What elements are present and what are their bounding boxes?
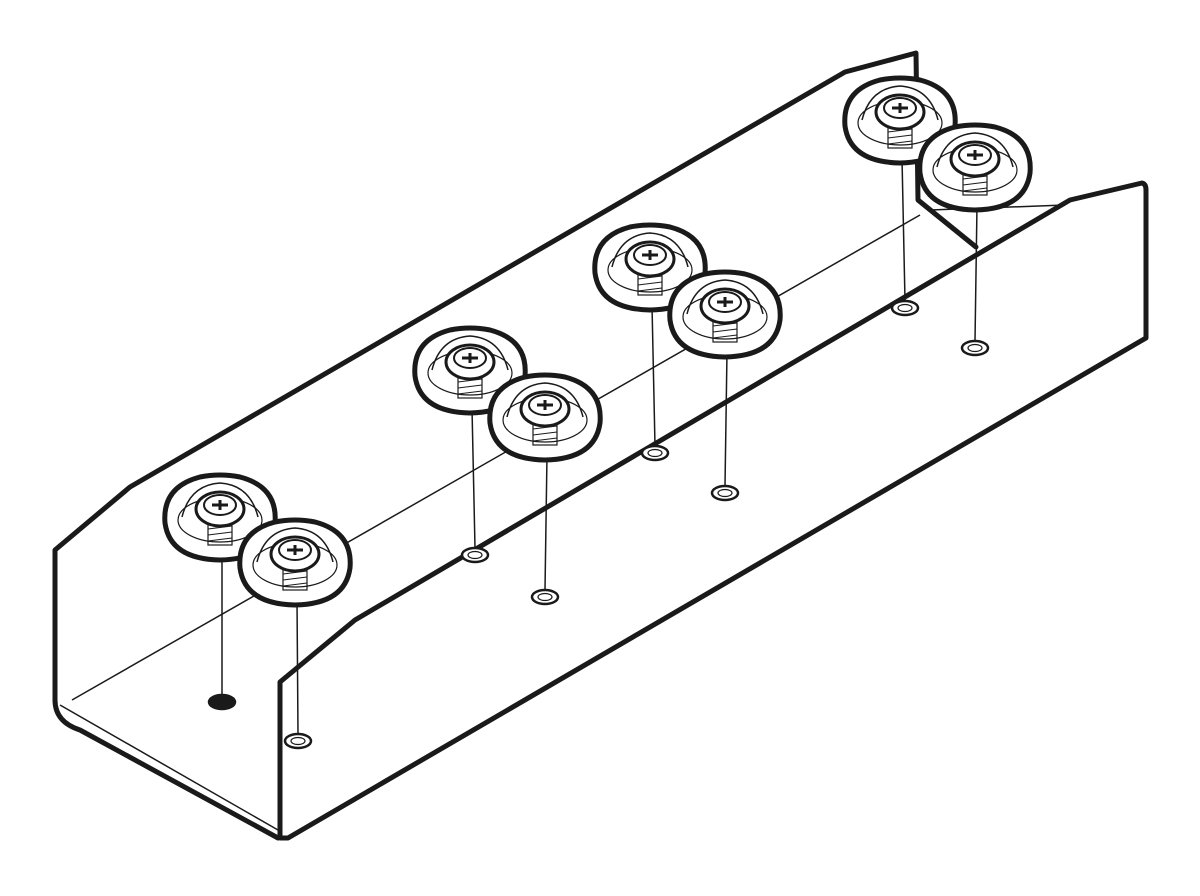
phillips-head-icon: [717, 297, 733, 307]
mounting-hole: [530, 588, 560, 606]
screws: [162, 75, 1033, 608]
inner-left-line: [59, 704, 279, 831]
phillips-head-icon: [212, 500, 228, 510]
phillips-head-icon: [642, 250, 658, 260]
left-end-bottom-edge: [52, 697, 281, 841]
screw-with-washer: [917, 122, 1033, 213]
phillips-head-icon: [967, 150, 983, 160]
mounting-hole: [283, 732, 313, 750]
mounting-hole: [640, 444, 670, 462]
alignment-line: [901, 157, 906, 302]
front-wall-outline: [277, 180, 1149, 841]
floor-back-line: [71, 214, 921, 701]
alignment-line: [724, 351, 728, 487]
mounting-hole: [960, 339, 990, 357]
mounting-hole: [890, 299, 920, 317]
alignment-line: [296, 599, 299, 735]
mounting-holes: [207, 157, 990, 750]
phillips-head-icon: [537, 400, 553, 410]
mounting-hole: [460, 546, 490, 564]
phillips-head-icon: [287, 545, 303, 555]
screw-with-washer: [667, 269, 783, 360]
alignment-line: [651, 304, 656, 447]
phillips-head-icon: [892, 103, 908, 113]
screw-with-washer: [487, 372, 603, 463]
alignment-line: [544, 454, 548, 591]
mounting-hole: [207, 693, 237, 711]
screw-with-washer: [162, 472, 278, 563]
phillips-head-icon: [462, 353, 478, 363]
back-wall-outline: [52, 50, 979, 703]
alignment-line: [974, 204, 978, 342]
mounting-hole: [710, 484, 740, 502]
alignment-line: [471, 407, 476, 549]
screw-with-washer: [237, 517, 353, 608]
